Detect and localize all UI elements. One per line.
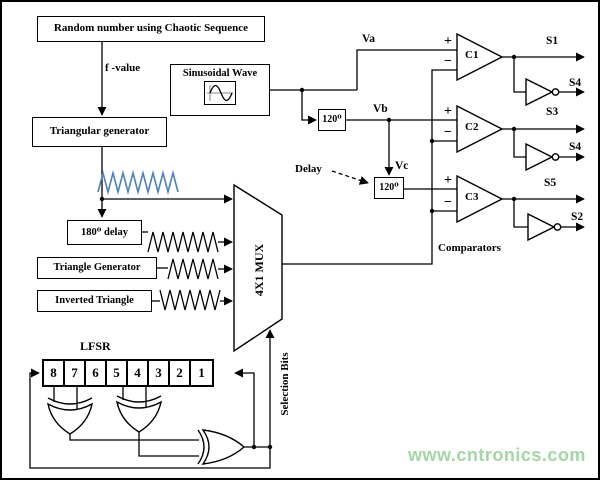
- lfsr-cell-6: 6: [86, 361, 107, 385]
- lfsr-cell-7: 7: [65, 361, 86, 385]
- lfsr-cell-8: 8: [44, 361, 65, 385]
- lfsr-register: 8 7 6 5 4 3 2 1: [42, 359, 214, 387]
- mux-label: 4X1 MUX: [252, 243, 266, 297]
- xor-gate-1-rear-arc: [47, 397, 93, 405]
- sine-wave-icon: [204, 81, 236, 106]
- s3-label: S3: [546, 106, 559, 118]
- comparator-c1-label: C1: [465, 49, 479, 61]
- inverter-3-shape: [527, 212, 556, 242]
- mux-shape: [233, 183, 283, 353]
- vb-label: Vb: [373, 103, 388, 115]
- va-label: Va: [362, 33, 375, 45]
- c3-minus-sign: −: [444, 195, 452, 210]
- inverter-2-bubble: [551, 153, 560, 161]
- triangle-generator-box: Triangle Generator: [37, 257, 157, 279]
- inverter-1-shape: [525, 77, 554, 107]
- watermark-text: www.cntronics.com: [408, 445, 586, 465]
- s5-label: S5: [544, 177, 557, 189]
- inverter-1-bubble: [551, 88, 560, 96]
- s4-mid-label: S4: [569, 141, 582, 153]
- c1-plus-sign: +: [444, 34, 452, 49]
- sinusoidal-wave-label: Sinusoidal Wave: [182, 68, 258, 79]
- delay-180-box: 180⁰ delay: [67, 220, 142, 245]
- lfsr-cell-5: 5: [107, 361, 128, 385]
- s2-label: S2: [571, 211, 584, 223]
- xor-gate-3-shape: [201, 429, 246, 465]
- xor-gate-1-shape: [47, 402, 93, 435]
- c2-minus-sign: −: [444, 125, 452, 140]
- xor-gate-3-rear-arc: [197, 429, 205, 465]
- vc-label: Vc: [395, 160, 409, 172]
- junction-dots: [99, 54, 517, 450]
- component-shapes: [47, 32, 562, 465]
- comparator-c2-shape: [456, 104, 504, 154]
- triangle-generator-waveform: [167, 258, 219, 280]
- f-value-label: f -value: [105, 62, 141, 74]
- xor-gate-2-shape: [116, 400, 162, 433]
- comparator-c1-shape: [456, 32, 504, 82]
- c3-plus-sign: +: [444, 173, 452, 188]
- comparator-c2-label: C2: [465, 121, 479, 133]
- inverter-3-bubble: [553, 223, 562, 231]
- delay-pointer-dashed-arrow: [331, 170, 369, 185]
- delay-caption: Delay: [295, 163, 322, 175]
- sinusoidal-wave-box: Sinusoidal Wave: [170, 64, 270, 116]
- s4-top-label: S4: [569, 77, 582, 89]
- waveforms: [97, 169, 221, 311]
- c1-minus-sign: −: [444, 54, 452, 69]
- comparator-c3-label: C3: [465, 191, 479, 203]
- lfsr-cell-3: 3: [149, 361, 170, 385]
- chaotic-sequence-box: Random number using Chaotic Sequence: [37, 16, 265, 42]
- comparators-caption: Comparators: [438, 242, 501, 254]
- lfsr-cell-2: 2: [170, 361, 191, 385]
- lfsr-cell-1: 1: [198, 365, 205, 380]
- delayed-triangle-waveform: [147, 231, 219, 253]
- selection-bits-label: Selection Bits: [279, 352, 291, 416]
- xor-gate-2-rear-arc: [116, 395, 162, 403]
- inverted-triangle-box: Inverted Triangle: [37, 290, 152, 312]
- c2-plus-sign: +: [444, 104, 452, 119]
- lfsr-caption: LFSR: [80, 339, 111, 353]
- inverted-triangle-waveform: [159, 289, 221, 311]
- lfsr-cell-4: 4: [128, 361, 149, 385]
- s1-label: S1: [546, 35, 559, 47]
- triangular-generator-box: Triangular generator: [32, 117, 167, 147]
- connection-wires: [29, 42, 585, 469]
- delay-120-box-second: 120⁰: [374, 177, 404, 199]
- comparator-c3-shape: [456, 174, 504, 224]
- triangle-waveform-blue: [97, 169, 179, 196]
- inverter-2-shape: [525, 142, 554, 172]
- delay-120-box-first: 120⁰: [318, 109, 346, 131]
